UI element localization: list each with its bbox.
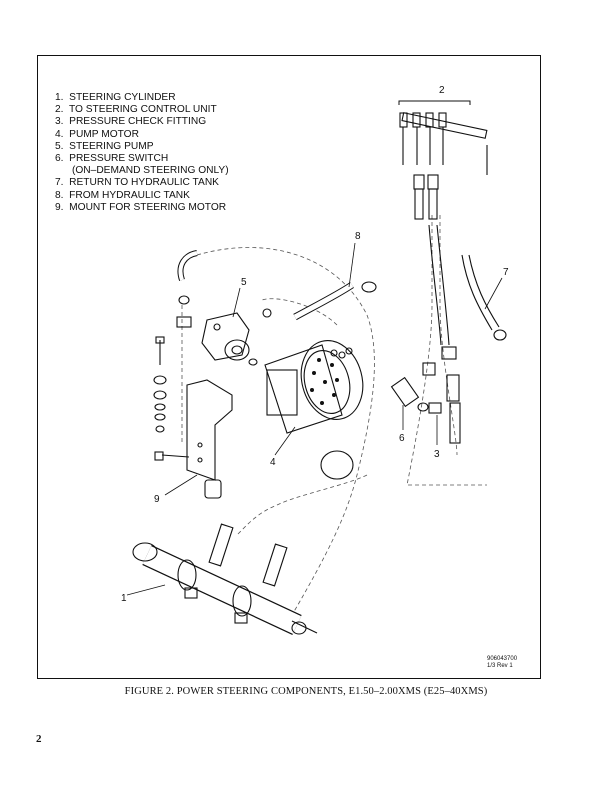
legend-item: 6. PRESSURE SWITCH bbox=[55, 153, 169, 165]
tank-hose bbox=[177, 250, 377, 321]
motor-mount-bracket bbox=[186, 379, 233, 499]
callout-7: 7 bbox=[503, 267, 509, 278]
legend-item: 3. PRESSURE CHECK FITTING bbox=[55, 116, 207, 128]
steering-pump bbox=[176, 308, 272, 366]
legend-item: 9. MOUNT FOR STEERING MOTOR bbox=[55, 201, 227, 213]
figure-frame bbox=[37, 55, 541, 679]
page-number: 2 bbox=[36, 733, 42, 745]
legend-item: 7. RETURN TO HYDRAULIC TANK bbox=[55, 177, 219, 189]
legend-item: (ON–DEMAND STEERING ONLY) bbox=[55, 165, 229, 177]
exploded-view-drawing: 1 2 3 4 5 6 7 8 9 bbox=[121, 85, 509, 635]
drawing-number-id: 906043700 bbox=[487, 656, 518, 662]
callout-6: 6 bbox=[399, 433, 405, 444]
legend-item: 2. TO STEERING CONTROL UNIT bbox=[55, 104, 217, 116]
callout-4: 4 bbox=[270, 457, 276, 468]
legend-item: 4. PUMP MOTOR bbox=[55, 128, 139, 140]
figure-caption: FIGURE 2. POWER STEERING COMPONENTS, E1.… bbox=[124, 686, 488, 697]
tee-fittings bbox=[390, 346, 461, 444]
callout-3: 3 bbox=[434, 449, 440, 460]
parts-legend: 1. STEERING CYLINDER 2. TO STEERING CONT… bbox=[55, 92, 229, 214]
callout-1: 1 bbox=[121, 593, 127, 604]
drawing-number: 906043700 1/3 Rev 1 bbox=[487, 656, 517, 670]
dashed-assembly-lines bbox=[181, 215, 487, 616]
callout-5: 5 bbox=[241, 277, 247, 288]
steering-cylinder bbox=[132, 523, 318, 635]
callout-9: 9 bbox=[154, 494, 160, 505]
legend-item: 5. STEERING PUMP bbox=[55, 140, 154, 152]
drawing-revision: 1/3 Rev 1 bbox=[487, 663, 513, 669]
callout-2: 2 bbox=[439, 85, 445, 96]
callout-8: 8 bbox=[355, 231, 361, 242]
leader-lines bbox=[126, 242, 503, 596]
pump-motor bbox=[264, 340, 364, 480]
bolt-stack bbox=[153, 336, 190, 461]
legend-item: 8. FROM HYDRAULIC TANK bbox=[55, 189, 190, 201]
legend-item: 1. STEERING CYLINDER bbox=[55, 92, 176, 103]
control-unit-lines bbox=[398, 100, 507, 346]
